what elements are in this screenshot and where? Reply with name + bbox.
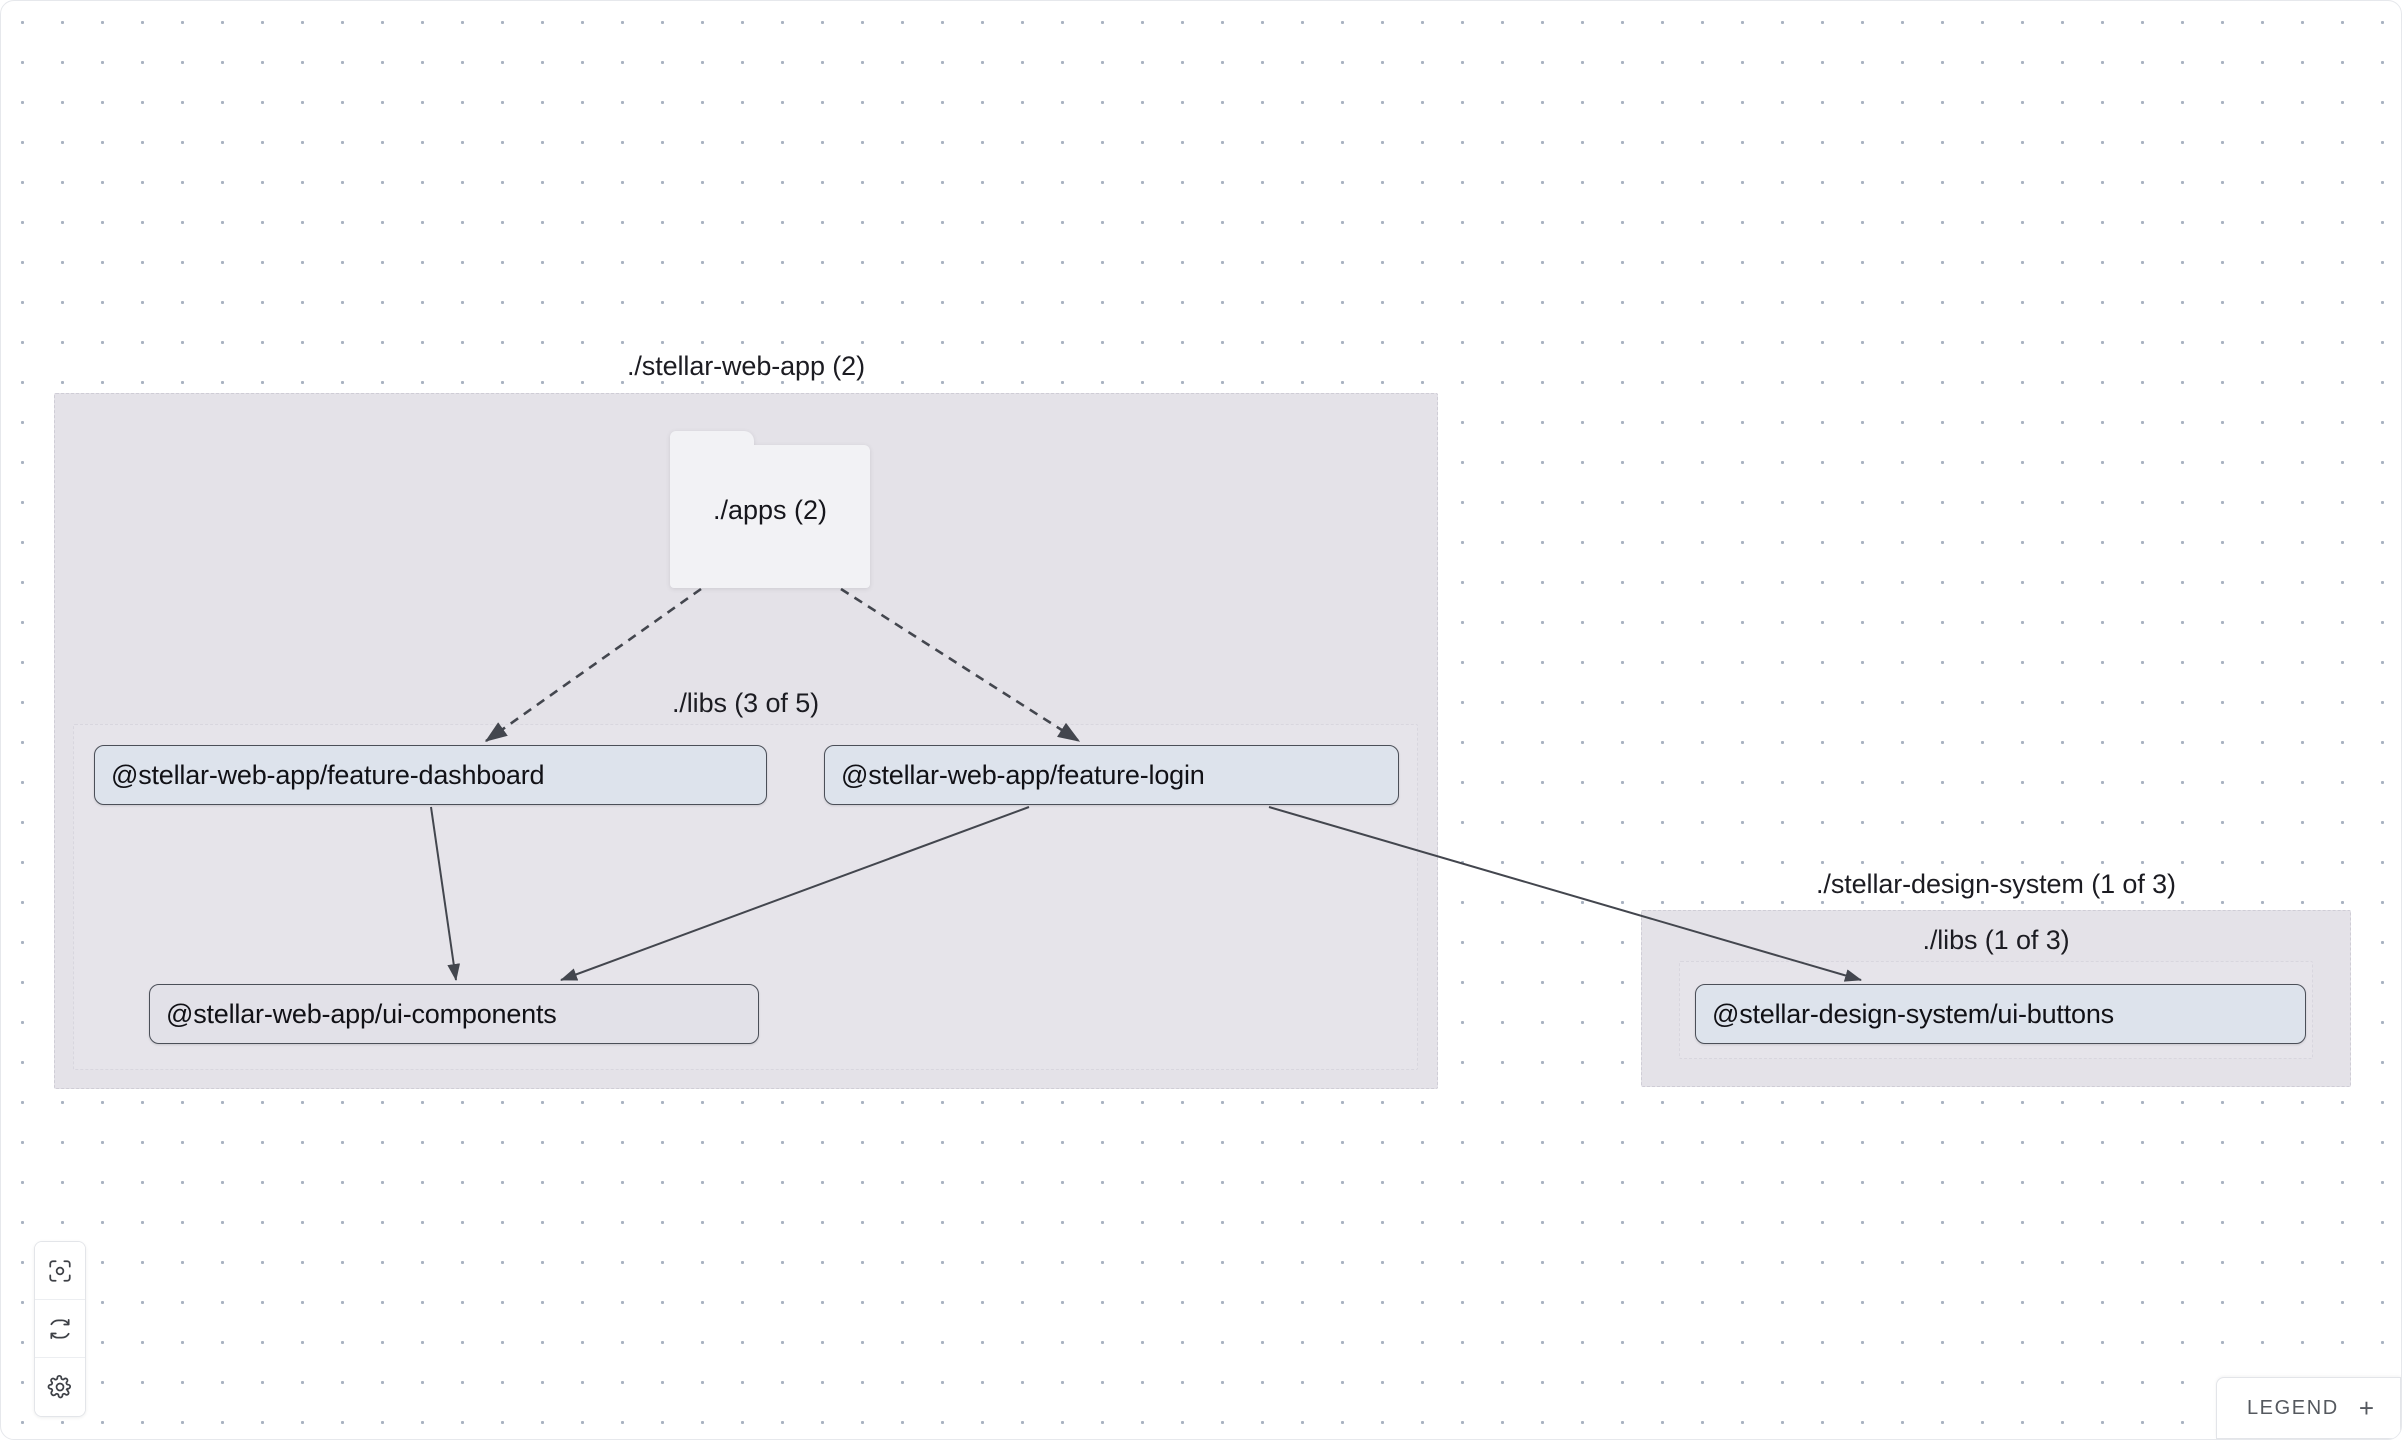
legend-title: LEGEND (2246, 1396, 2339, 1419)
project-node-ui-components[interactable]: @stellar-web-app/ui-components (149, 984, 759, 1044)
settings-button[interactable] (35, 1358, 85, 1416)
folder-label: ./apps (2) (712, 495, 828, 525)
folder-node-apps-folder[interactable]: ./apps (2) (670, 431, 870, 588)
folder-tab-icon (670, 431, 754, 449)
plus-icon: + (2358, 1393, 2374, 1423)
project-node-label: @stellar-web-app/feature-login (841, 759, 1205, 790)
project-node-label: @stellar-web-app/feature-dashboard (111, 759, 545, 790)
group-label-stellar-design-system: ./stellar-design-system (1 of 3) (1816, 869, 2176, 899)
legend-panel[interactable]: LEGEND + (2215, 1377, 2401, 1439)
folder-body: ./apps (2) (670, 445, 870, 588)
refresh-icon (47, 1316, 73, 1342)
project-node-ui-buttons[interactable]: @stellar-design-system/ui-buttons (1695, 984, 2306, 1044)
group-label-stellar-design-system-libs: ./libs (1 of 3) (1922, 925, 2070, 955)
project-node-feature-dashboard[interactable]: @stellar-web-app/feature-dashboard (94, 745, 767, 805)
focus-graph-button[interactable] (35, 1242, 85, 1300)
group-label-stellar-web-app: ./stellar-web-app (2) (627, 351, 865, 381)
project-node-label: @stellar-design-system/ui-buttons (1712, 998, 2114, 1029)
focus-target-icon (47, 1258, 73, 1284)
project-node-feature-login[interactable]: @stellar-web-app/feature-login (824, 745, 1399, 805)
gear-icon (47, 1374, 73, 1400)
group-label-stellar-web-app-libs: ./libs (3 of 5) (671, 688, 820, 718)
refresh-graph-button[interactable] (35, 1300, 85, 1358)
project-node-label: @stellar-web-app/ui-components (166, 998, 557, 1029)
canvas-toolbar (34, 1241, 86, 1417)
